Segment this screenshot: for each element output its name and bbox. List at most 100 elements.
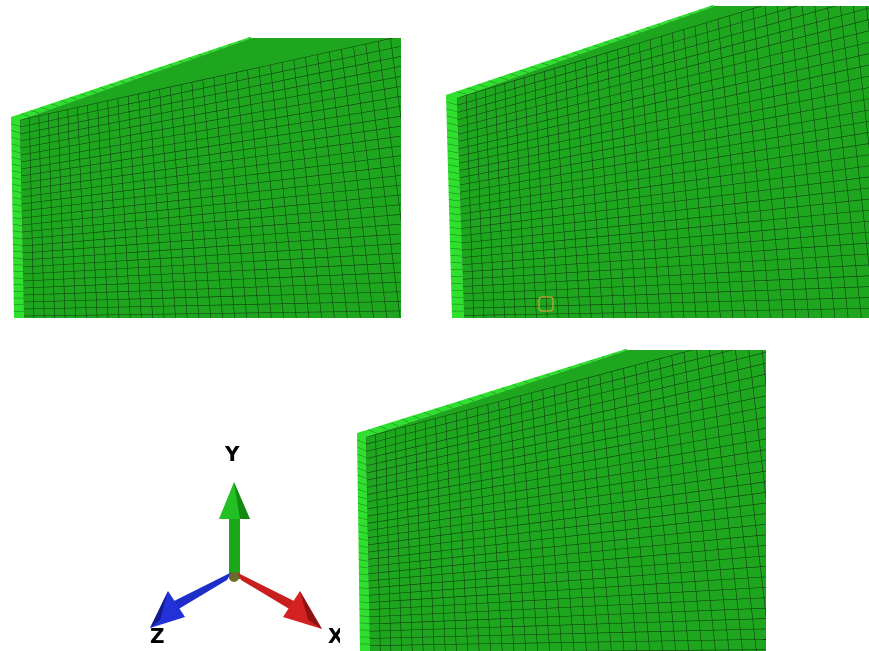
mesh-row-line bbox=[20, 38, 401, 135]
mesh-column-line bbox=[445, 415, 458, 651]
mesh-row-line bbox=[462, 268, 869, 295]
edge-segment-line bbox=[358, 524, 368, 527]
mesh-column-line bbox=[659, 358, 691, 651]
mesh-row-line bbox=[369, 601, 766, 625]
mesh-row-line bbox=[367, 450, 766, 531]
mesh-row-line bbox=[20, 84, 401, 170]
mesh-row-line bbox=[21, 105, 401, 184]
mesh-column-line bbox=[721, 350, 758, 651]
edge-segment-line bbox=[11, 143, 21, 147]
mesh-row-line bbox=[368, 543, 766, 589]
mesh-row-line bbox=[20, 52, 401, 149]
mesh-row-line bbox=[369, 636, 766, 646]
mesh-column-line bbox=[635, 365, 664, 651]
edge-segment-line bbox=[358, 559, 369, 562]
edge-segment-line bbox=[12, 230, 23, 233]
edge-segment-line bbox=[434, 408, 442, 413]
edge-segment-line bbox=[688, 12, 692, 15]
edge-segment-line bbox=[448, 185, 460, 188]
mesh-column-line bbox=[466, 410, 480, 651]
edge-segment-line bbox=[12, 244, 23, 246]
edge-segment-line bbox=[80, 93, 88, 97]
mesh-grid bbox=[20, 36, 405, 325]
edge-segment-line bbox=[356, 439, 367, 445]
edge-segment-line bbox=[11, 123, 21, 127]
mesh-row-line bbox=[457, 6, 869, 99]
edge-segment-line bbox=[198, 53, 203, 56]
mesh-row-line bbox=[461, 171, 869, 237]
mesh-column-line bbox=[404, 426, 413, 651]
edge-segment-line bbox=[479, 394, 486, 398]
edge-segment-line bbox=[357, 510, 368, 514]
triad-origin bbox=[229, 572, 239, 582]
mesh-column-line bbox=[509, 398, 527, 651]
mesh-row-line bbox=[22, 201, 401, 247]
edge-segment-line bbox=[572, 52, 580, 55]
mesh-row-line bbox=[457, 6, 869, 106]
mesh-row-line bbox=[367, 462, 766, 538]
mesh-column-line bbox=[696, 350, 731, 651]
mesh-row-line bbox=[23, 276, 401, 296]
mesh-column-line bbox=[553, 386, 575, 651]
mesh-column-line bbox=[403, 36, 405, 325]
edge-segment-line bbox=[449, 227, 462, 229]
mesh-row-line bbox=[369, 624, 766, 639]
edge-segment-line bbox=[358, 545, 369, 548]
z-axis-label: Z bbox=[150, 624, 165, 648]
edge-segment-line bbox=[449, 220, 461, 222]
edge-segment-line bbox=[556, 370, 561, 373]
edge-segment-line bbox=[509, 73, 519, 77]
mesh-column-line bbox=[623, 368, 651, 651]
edge-segment-line bbox=[519, 69, 529, 73]
mesh-row-line bbox=[21, 137, 401, 205]
edge-segment-line bbox=[448, 206, 461, 209]
highlighted-element[interactable] bbox=[538, 296, 554, 312]
edge-segment-line bbox=[358, 517, 368, 521]
edge-segment-line bbox=[20, 113, 30, 117]
mesh-column-line bbox=[498, 401, 515, 651]
edge-segment-line bbox=[178, 60, 184, 63]
mesh-row-line bbox=[23, 308, 401, 317]
edge-segment-line bbox=[208, 50, 212, 53]
edge-segment-line bbox=[358, 531, 368, 534]
edge-segment-line bbox=[60, 100, 69, 104]
edge-segment-line bbox=[359, 615, 370, 617]
edge-segment-line bbox=[149, 70, 155, 73]
mesh-column-line bbox=[683, 352, 717, 651]
edge-segment-line bbox=[390, 422, 399, 427]
mesh-row-line bbox=[21, 148, 401, 212]
mesh-row-line bbox=[458, 37, 869, 157]
edge-segment-line bbox=[168, 63, 174, 67]
y-axis-arrow bbox=[219, 482, 250, 579]
edge-segment-line bbox=[623, 349, 626, 351]
edge-segment-line bbox=[358, 538, 368, 541]
edge-segment-line bbox=[357, 467, 367, 472]
mesh-row-line bbox=[369, 590, 766, 618]
mesh-column-line bbox=[671, 355, 704, 651]
mesh-column-line bbox=[487, 404, 504, 651]
mesh-row-line bbox=[457, 6, 869, 121]
edge-segment-line bbox=[448, 171, 460, 174]
edge-segment-line bbox=[446, 115, 458, 119]
shell-face bbox=[457, 6, 869, 318]
mesh-view-top-right bbox=[446, 5, 869, 318]
edge-segment-line bbox=[501, 387, 507, 391]
edge-segment-line bbox=[551, 59, 560, 62]
edge-segment-line bbox=[359, 594, 369, 597]
edge-segment-line bbox=[450, 255, 463, 257]
mesh-row-line bbox=[22, 180, 401, 233]
coordinate-triad: Y X Z bbox=[150, 442, 340, 648]
edge-segment-line bbox=[545, 373, 551, 377]
mesh-column-line bbox=[394, 429, 403, 651]
mesh-grid bbox=[457, 6, 869, 318]
edge-segment-line bbox=[604, 41, 611, 44]
edge-segment-line bbox=[139, 73, 145, 77]
edge-segment-line bbox=[11, 177, 22, 180]
edge-segment-line bbox=[357, 489, 368, 493]
mesh-row-line bbox=[23, 255, 401, 282]
x-axis-label: X bbox=[328, 624, 340, 648]
mesh-column-line bbox=[708, 350, 744, 651]
mesh-row-line bbox=[458, 49, 869, 164]
edge-segment-line bbox=[12, 197, 22, 200]
mesh-row-line bbox=[460, 146, 869, 222]
